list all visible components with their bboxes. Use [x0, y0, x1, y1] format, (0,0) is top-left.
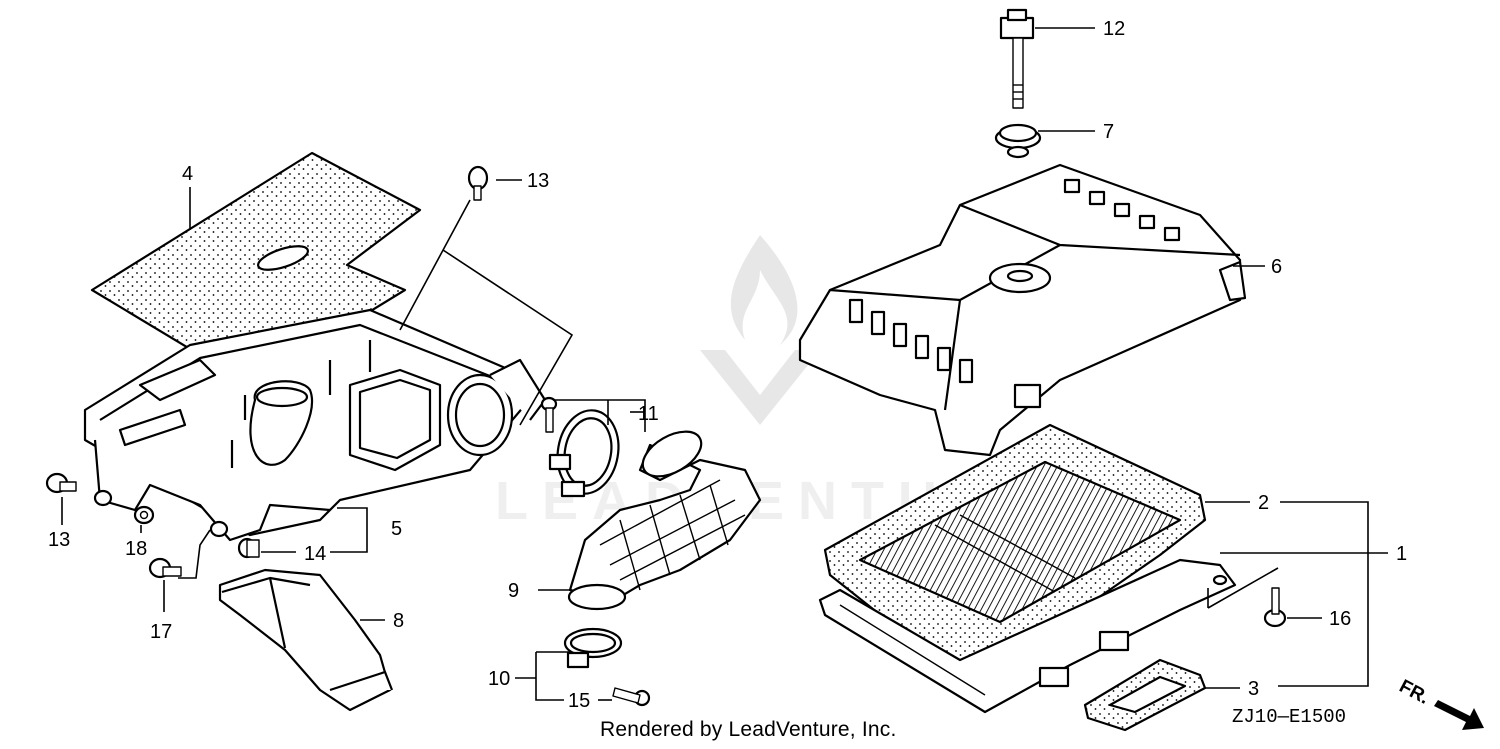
part-5-air-cleaner-case — [83, 308, 547, 542]
callout-4: 4 — [182, 163, 193, 185]
callout-13-left: 13 — [48, 529, 70, 551]
callout-3: 3 — [1248, 678, 1259, 700]
part-11-screw — [540, 396, 558, 433]
fr-label: FR. — [1396, 676, 1433, 709]
part-10-hose-clamp — [563, 627, 623, 669]
part-8-air-duct — [218, 568, 394, 712]
front-direction-arrow: FR. — [1396, 676, 1484, 730]
part-16-bolt — [1263, 587, 1287, 628]
part-18-nut — [133, 505, 155, 525]
callout-2: 2 — [1258, 492, 1269, 514]
part-13-bolt-left — [45, 472, 77, 494]
callout-16: 16 — [1329, 608, 1351, 630]
callout-12: 12 — [1103, 18, 1125, 40]
part-6-air-cleaner-cover — [798, 163, 1247, 457]
callout-14: 14 — [304, 543, 326, 565]
drawing-code: ZJ10—E1500 — [1232, 706, 1347, 728]
part-17-bolt — [148, 557, 182, 579]
part-14-collar — [237, 537, 260, 559]
callout-8: 8 — [393, 610, 404, 632]
part-11-hose-clamp — [548, 409, 620, 498]
callout-9: 9 — [508, 580, 519, 602]
leadventure-watermark-logo — [700, 235, 820, 425]
part-9-intake-tube — [567, 430, 762, 611]
callout-11: 11 — [638, 403, 659, 425]
callout-5: 5 — [391, 518, 402, 540]
part-7-grommet — [994, 123, 1042, 159]
part-3-gasket — [1083, 658, 1207, 732]
credit-caption: Rendered by LeadVenture, Inc. — [600, 718, 897, 741]
part-13-bolt-top — [467, 165, 489, 201]
part-12-bolt — [999, 8, 1035, 109]
callout-13-top: 13 — [527, 170, 549, 192]
callout-labels: 12 7 6 2 1 16 3 13 4 11 5 14 9 8 10 15 1… — [48, 18, 1407, 712]
callout-17: 17 — [150, 621, 172, 643]
part-2-air-filter-element — [823, 423, 1207, 672]
callout-1: 1 — [1396, 543, 1407, 565]
callout-10: 10 — [488, 668, 510, 690]
fr-arrow-icon — [1434, 700, 1484, 730]
leader-lines — [61, 27, 1388, 701]
part-15-screw — [612, 687, 651, 707]
callout-15: 15 — [568, 690, 590, 712]
callout-6: 6 — [1271, 256, 1282, 278]
callout-18: 18 — [125, 538, 147, 560]
callout-7: 7 — [1103, 121, 1114, 143]
